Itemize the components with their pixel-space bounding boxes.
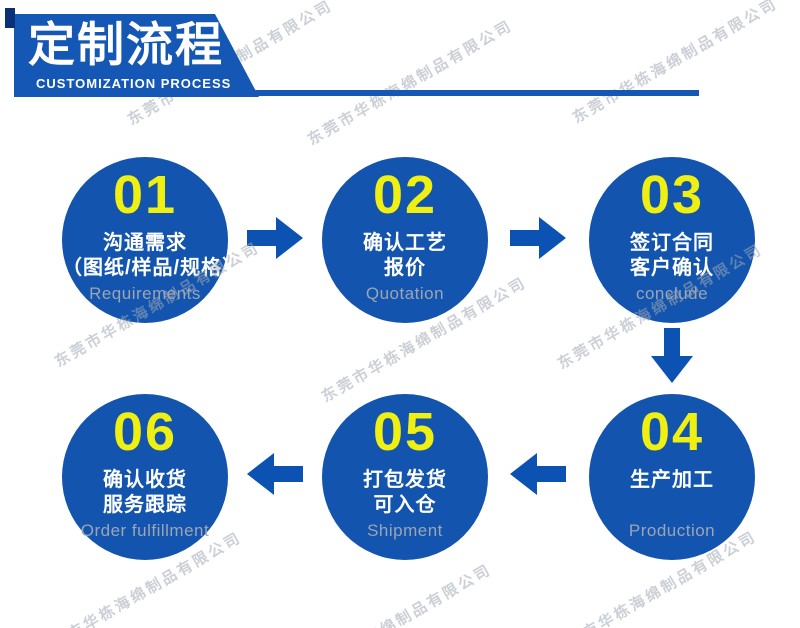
- step-label-zh: 确认工艺: [363, 232, 447, 254]
- step-label-en: Shipment: [367, 521, 443, 540]
- page-subtitle: CUSTOMIZATION PROCESS: [36, 76, 232, 91]
- arrow-left-icon: [510, 453, 566, 495]
- header-banner: 定制流程 CUSTOMIZATION PROCESS: [14, 14, 259, 97]
- page-title: 定制流程: [28, 18, 224, 71]
- step-label-zh: 签订合同: [630, 232, 714, 254]
- step-label-zh: 报价: [384, 257, 426, 279]
- header-accent-square: [5, 8, 15, 28]
- step-label-en: conclude: [635, 284, 709, 303]
- step-circle-02: 02 确认工艺 报价 Quotation: [322, 157, 488, 323]
- arrow-right-icon: [510, 217, 566, 259]
- step-label-zh: 确认收货: [103, 469, 187, 491]
- step-circle-04: 04 生产加工 Production: [589, 394, 755, 560]
- arrow-right-icon: [247, 217, 303, 259]
- step-number: 01: [112, 165, 178, 225]
- step-circle-03: 03 签订合同 客户确认 conclude: [589, 157, 755, 323]
- step-circle-01: 01 沟通需求 （图纸/样品/规格） Requirements: [62, 157, 244, 323]
- step-number: 02: [372, 165, 438, 225]
- step-label-zh: 可入仓: [373, 494, 437, 516]
- watermark-text: 东莞市华栋海绵制品有限公司: [283, 561, 496, 628]
- step-label-en: Requirements: [89, 284, 201, 303]
- step-label-zh: （图纸/样品/规格）: [62, 257, 244, 279]
- step-label-zh: 客户确认: [630, 257, 714, 279]
- step-label-en: Quotation: [365, 284, 445, 303]
- step-label-en: Production: [628, 521, 716, 540]
- step-number: 06: [112, 402, 178, 462]
- step-label-zh: 沟通需求: [103, 232, 187, 254]
- step-label-en: Order fulfillment: [80, 521, 210, 540]
- step-label-zh: 打包发货: [363, 469, 447, 491]
- step-number: 05: [372, 402, 438, 462]
- step-number: 04: [639, 402, 705, 462]
- watermark-text: 东莞市华栋海绵制品有限公司: [569, 0, 782, 127]
- step-label-zh: [589, 493, 755, 518]
- arrow-down-icon: [651, 328, 693, 383]
- step-label-zh: 生产加工: [630, 469, 714, 491]
- header-underline: [255, 90, 699, 96]
- arrow-left-icon: [247, 453, 303, 495]
- step-number: 03: [639, 165, 705, 225]
- step-circle-06: 06 确认收货 服务跟踪 Order fulfillment: [62, 394, 228, 560]
- step-circle-05: 05 打包发货 可入仓 Shipment: [322, 394, 488, 560]
- step-label-zh: 服务跟踪: [103, 494, 187, 516]
- watermark-text: 东莞市华栋海绵制品有限公司: [304, 17, 517, 149]
